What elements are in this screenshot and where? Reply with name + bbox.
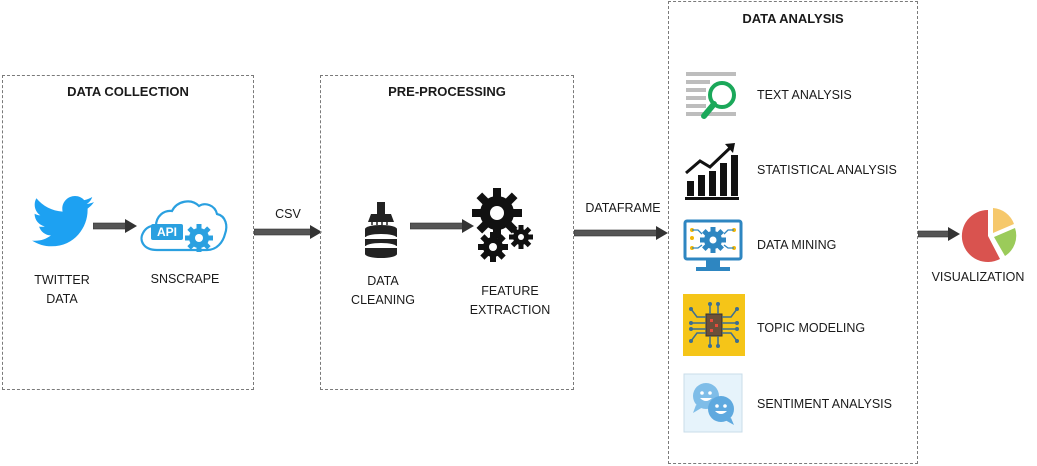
gears-icon xyxy=(470,187,536,270)
arrow-collection-to-preprocessing xyxy=(254,225,322,239)
feature-extraction-label: FEATURE EXTRACTION xyxy=(460,282,560,320)
data-analysis-title: DATA ANALYSIS xyxy=(742,11,844,26)
data-mining-label: DATA MINING xyxy=(757,238,837,252)
arrow-analysis-to-visualization xyxy=(918,227,960,241)
feature-extraction-line2: EXTRACTION xyxy=(469,303,551,317)
twitter-data-line2: DATA xyxy=(46,292,78,306)
snscrape-label: SNSCRAPE xyxy=(150,272,220,286)
text-analysis-label: TEXT ANALYSIS xyxy=(757,88,852,102)
arrow-cleaning-to-feature xyxy=(410,219,474,233)
topic-modeling-label: TOPIC MODELING xyxy=(757,321,866,335)
arrow-twitter-to-snscrape xyxy=(93,219,137,233)
cloud-api-icon: API xyxy=(137,196,229,261)
twitter-data-label: TWITTER DATA xyxy=(20,271,104,309)
feature-extraction-line1: FEATURE xyxy=(481,284,539,298)
monitor-gear-icon xyxy=(682,218,744,281)
twitter-data-line1: TWITTER xyxy=(34,273,90,287)
twitter-bird-icon xyxy=(32,195,96,258)
data-cleaning-line2: CLEANING xyxy=(351,293,415,307)
pie-chart-icon xyxy=(958,206,1018,267)
text-search-icon xyxy=(684,70,742,127)
chat-faces-icon xyxy=(683,373,743,438)
arrow-preprocessing-to-analysis xyxy=(574,226,668,240)
sentiment-analysis-label: SENTIMENT ANALYSIS xyxy=(757,397,892,411)
data-cleaning-line1: DATA xyxy=(367,274,399,288)
dataframe-connector-label: DATAFRAME xyxy=(585,201,661,215)
data-cleaning-label: DATA CLEANING xyxy=(340,272,426,310)
preprocessing-title: PRE-PROCESSING xyxy=(388,84,506,99)
circuit-chip-icon xyxy=(683,294,745,361)
bar-chart-trend-icon xyxy=(683,141,741,206)
data-analysis-box: DATA ANALYSIS xyxy=(668,1,918,464)
data-collection-title: DATA COLLECTION xyxy=(67,84,189,99)
database-cleaning-icon xyxy=(362,200,400,263)
api-badge-text: API xyxy=(156,225,177,239)
data-collection-box: DATA COLLECTION xyxy=(2,75,254,390)
visualization-label: VISUALIZATION xyxy=(931,270,1025,284)
csv-connector-label: CSV xyxy=(275,207,301,221)
statistical-analysis-label: STATISTICAL ANALYSIS xyxy=(757,163,897,177)
preprocessing-box: PRE-PROCESSING xyxy=(320,75,574,390)
